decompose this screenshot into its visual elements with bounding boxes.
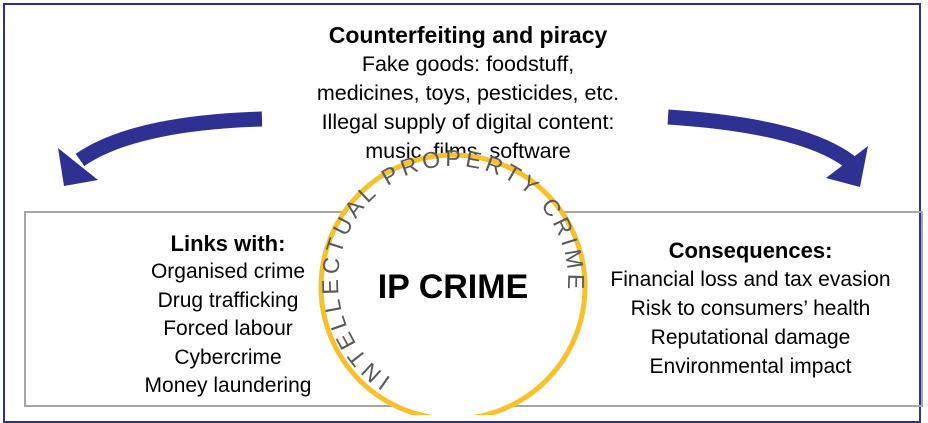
consequences-item: Financial loss and tax evasion bbox=[610, 268, 891, 291]
right-arrow bbox=[667, 109, 868, 187]
links-item: Forced labour bbox=[163, 317, 293, 340]
counterfeiting-line: medicines, toys, pesticides, etc. bbox=[316, 81, 620, 105]
seal-ring bbox=[318, 152, 588, 415]
links-item: Money laundering bbox=[144, 374, 312, 397]
counterfeiting-block: Counterfeiting and piracy Fake goods: fo… bbox=[234, 20, 702, 166]
consequences-item: Environmental impact bbox=[649, 355, 852, 378]
links-item: Cybercrime bbox=[174, 345, 282, 369]
links-item: Drug trafficking bbox=[157, 288, 299, 312]
seal-center-text: IP CRIME bbox=[378, 268, 529, 306]
links-block: Links with: Organised crime Drug traffic… bbox=[128, 229, 328, 401]
links-title: Links with: bbox=[170, 231, 286, 256]
consequences-item: Reputational damage bbox=[650, 326, 851, 349]
consequences-title: Consequences: bbox=[668, 238, 833, 263]
counterfeiting-line: Fake goods: foodstuff, bbox=[361, 52, 575, 76]
left-arrow bbox=[58, 111, 263, 186]
counterfeiting-title: Counterfeiting and piracy bbox=[328, 22, 608, 48]
links-item: Organised crime bbox=[150, 260, 306, 283]
consequences-block: Consequences: Financial loss and tax eva… bbox=[588, 236, 913, 381]
counterfeiting-line: Illegal supply of digital content: bbox=[321, 110, 615, 134]
consequences-item: Risk to consumers’ health bbox=[630, 297, 871, 320]
